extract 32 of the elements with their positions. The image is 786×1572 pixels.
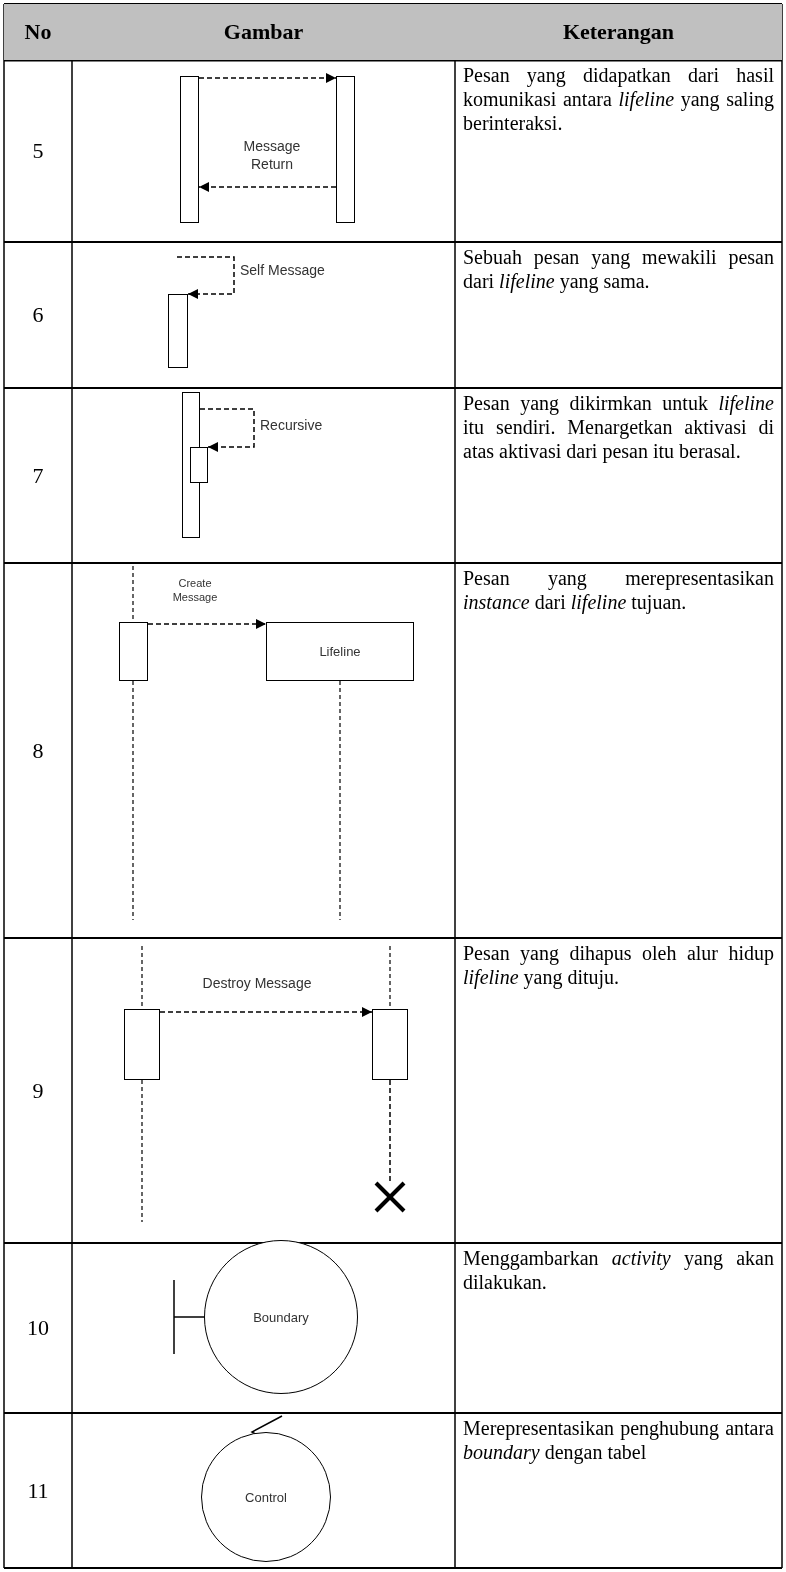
activation-bar	[190, 447, 208, 483]
activation-bar	[180, 76, 199, 223]
message-arrow	[147, 619, 267, 629]
destroy-x-mark	[374, 1181, 406, 1213]
message-arrow	[199, 408, 255, 452]
activation-bar	[168, 294, 188, 368]
activation-bar	[119, 622, 148, 681]
message-arrow	[198, 73, 337, 83]
description-text: Pesan yang didapatkan dari hasil komunikasi antara lifeline yang saling berinteraksi.	[462, 63, 775, 135]
message-arrow	[176, 256, 235, 299]
message-arrow	[159, 1007, 373, 1017]
activation-bar	[336, 76, 355, 223]
object-circle: Boundary	[204, 1240, 358, 1394]
object-circle: Control	[201, 1432, 331, 1562]
row-number: 10	[26, 1314, 50, 1342]
description-text: Pesan yang merepresentasikan instance dari lifeline tujuan.	[462, 566, 775, 614]
lifeline-box: Lifeline	[266, 622, 414, 681]
row-number: 9	[31, 1076, 45, 1105]
description-text: Pesan yang dihapus oleh alur hidup lifeline yang dituju.	[462, 941, 775, 989]
row-number: 11	[26, 1476, 50, 1505]
description-text: Menggambarkan activity yang akan dilakukan.	[462, 1246, 775, 1294]
row-number: 8	[31, 736, 45, 765]
message-arrow	[198, 182, 337, 192]
row-number: 7	[31, 461, 45, 490]
activation-bar	[372, 1009, 408, 1080]
row-number: 5	[31, 137, 45, 165]
activation-bar	[124, 1009, 160, 1080]
row-number: 6	[31, 301, 45, 329]
edge-label: Self Message	[240, 261, 325, 279]
description-text: Pesan yang dikirmkan untuk lifeline itu sendiri. Menargetkan aktivasi di atas aktivasi dari pesan itu berasal.	[462, 391, 775, 463]
description-text: Sebuah pesan yang mewakili pesan dari lifeline yang sama.	[462, 245, 775, 293]
description-text: Merepresentasikan penghubung antara boundary dengan tabel	[462, 1416, 775, 1464]
